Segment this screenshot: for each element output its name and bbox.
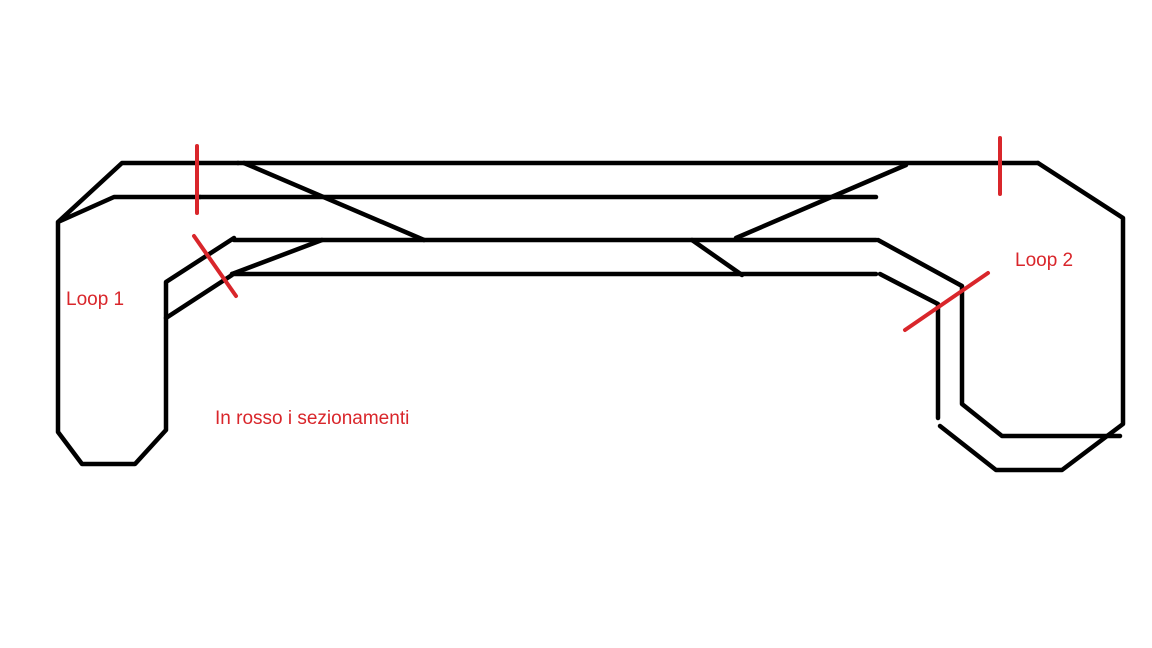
crossover-3 — [733, 162, 909, 241]
crossovers — [229, 160, 909, 278]
main-line-tracks — [197, 160, 1041, 277]
loop-1-branch — [163, 272, 235, 321]
loop-2-label: Loop 2 — [1015, 250, 1073, 271]
loop-2-outer-track — [937, 160, 1126, 473]
crossover-2 — [229, 237, 325, 277]
loop-1-tracks — [55, 160, 241, 467]
loop-1-outer-track — [55, 160, 241, 467]
loop-2-inner-track — [875, 237, 1123, 439]
section-markers — [192, 136, 1002, 332]
loop-2-tracks — [875, 160, 1126, 473]
section-marker-4 — [903, 271, 990, 332]
legend-text: In rosso i sezionamenti — [215, 408, 409, 429]
loop-1-label: Loop 1 — [66, 289, 124, 310]
section-marker-2 — [192, 234, 238, 298]
crossover-4 — [689, 237, 745, 278]
crossover-1 — [241, 160, 427, 243]
loop-2-entry-track — [877, 271, 941, 421]
